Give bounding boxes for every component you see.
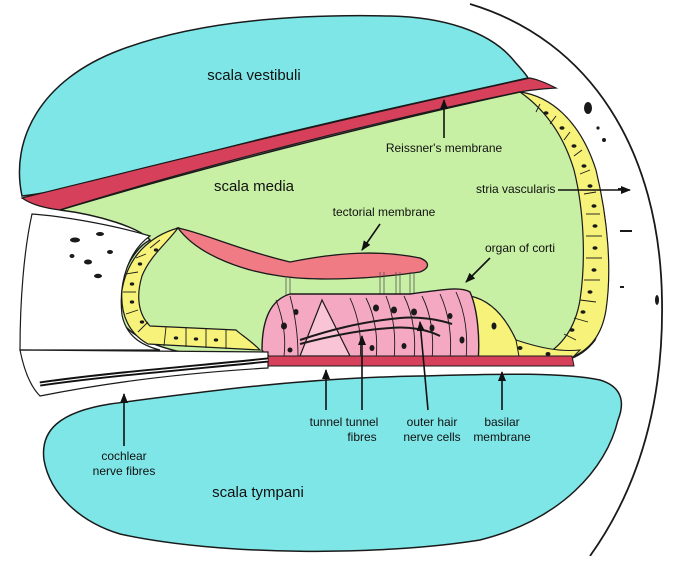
label-organ-of-corti: organ of corti xyxy=(485,241,555,255)
tectorial-membrane-shape xyxy=(176,227,429,280)
inner-sulcus-cells xyxy=(121,226,262,351)
stria-cell-dividers xyxy=(535,103,602,341)
stria-cell-nuclei xyxy=(543,111,598,332)
stereocilia-bundles xyxy=(285,272,415,296)
label-tunnel-fibres-line2: fibres xyxy=(347,430,376,444)
label-tunnel-fibres-line1: tunnel xyxy=(346,415,379,429)
spiral-limbus-region xyxy=(19,213,161,351)
bone-flecks-right xyxy=(584,102,659,305)
label-scala-vestibuli: scala vestibuli xyxy=(207,67,300,84)
label-reissners-membrane: Reissner's membrane xyxy=(386,141,503,155)
label-basilar-line2: membrane xyxy=(473,430,531,444)
label-scala-tympani: scala tympani xyxy=(212,484,304,501)
organ-of-corti-arrow xyxy=(465,257,491,283)
bony-wall-outline xyxy=(469,3,663,557)
label-cochlear-line2: nerve fibres xyxy=(93,464,156,478)
cochlear-nerve-bundle-inner xyxy=(39,359,269,385)
corti-cell-nuclei xyxy=(281,304,465,353)
inner-sulcus-cell-dividers xyxy=(123,239,227,349)
label-outer-hair-line2: nerve cells xyxy=(403,430,460,444)
label-tectorial-membrane: tectorial membrane xyxy=(333,205,436,219)
tectorial-membrane-arrow xyxy=(361,223,381,251)
label-scala-media: scala media xyxy=(214,178,295,195)
label-basilar-line1: basilar xyxy=(484,415,519,429)
bone-flecks-left xyxy=(69,232,113,279)
label-cochlear-line1: cochlear xyxy=(101,449,146,463)
outer-hair-nerve-cells-arrow xyxy=(416,321,429,411)
label-stria-vascularis: stria vascularis xyxy=(476,182,555,196)
corti-nerve-fibres xyxy=(299,316,453,345)
label-tunnel: tunnel xyxy=(310,415,343,429)
claudius-cell-nuclei xyxy=(491,322,551,356)
inner-sulcus-nuclei xyxy=(129,248,219,342)
basilar-membrane-strip xyxy=(257,355,575,367)
organ-of-corti-body xyxy=(261,288,480,363)
corti-cell-outlines xyxy=(275,291,468,361)
scala-tympani-region xyxy=(42,373,623,553)
label-outer-hair-line1: outer hair xyxy=(407,415,458,429)
